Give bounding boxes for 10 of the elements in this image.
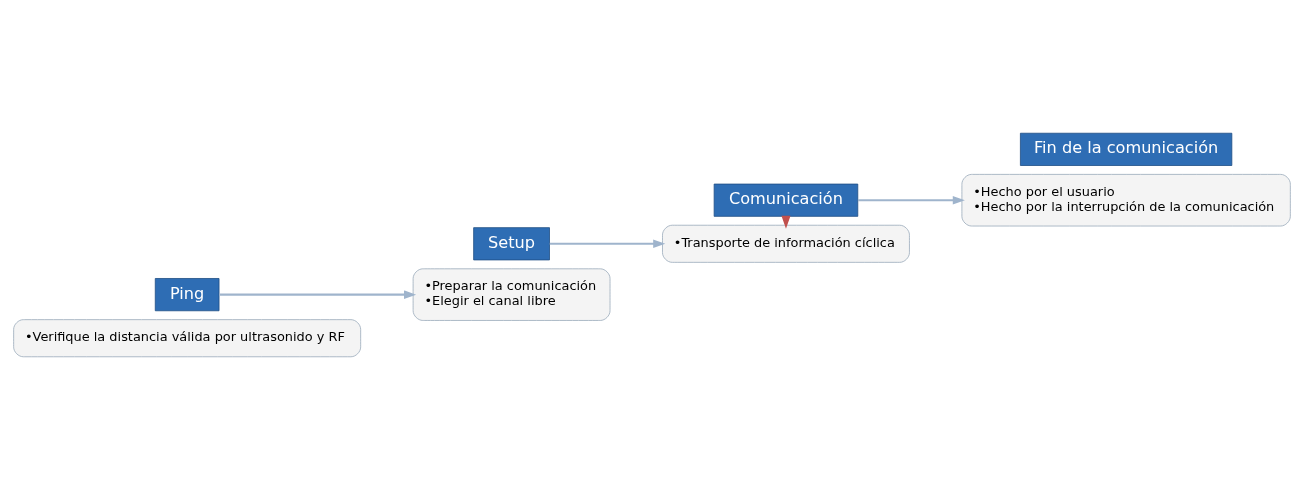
node-box: •Transporte de información cíclica: [662, 224, 910, 263]
node-box: •Hecho por el usuario •Hecho por la interrupción de la comunicación: [961, 173, 1291, 226]
arrow: [549, 239, 666, 248]
node-box: •Verifique la distancia válida por ultrasonido y RF: [13, 318, 362, 357]
arrow: [219, 289, 417, 299]
node-box: Fin de la comunicación: [1020, 132, 1233, 166]
node-box: Ping: [154, 277, 220, 311]
node-box: Setup: [473, 226, 550, 260]
arrow: [857, 195, 965, 204]
node-box: •Preparar la comunicación •Elegir el canal libre: [412, 267, 611, 321]
